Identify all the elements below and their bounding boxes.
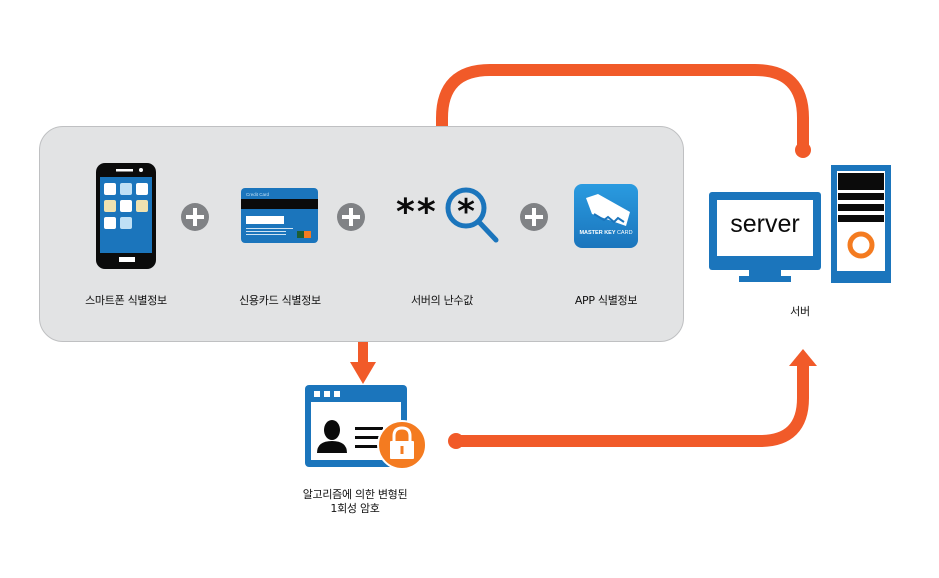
label-smartphone: 스마트폰 식별정보 xyxy=(85,294,167,307)
label-server-random: 서버의 난수값 xyxy=(410,294,474,307)
app-name-light: CARD xyxy=(616,230,633,236)
key-card-icon xyxy=(586,194,630,226)
plus-icon xyxy=(337,203,365,231)
label-credit-card: 신용카드 식별정보 xyxy=(239,294,321,307)
server-tower-icon xyxy=(831,165,891,283)
magnifier-icon: * xyxy=(445,187,499,243)
credit-card-icon: Credit Card xyxy=(241,188,318,243)
server-monitor-icon xyxy=(709,192,821,282)
svg-text:*: * xyxy=(457,192,475,232)
plus-icon xyxy=(181,203,209,231)
plus-icon xyxy=(520,203,548,231)
label-server: 서버 xyxy=(790,305,810,318)
asterisk-symbols: ** xyxy=(396,192,438,233)
smartphone-icon xyxy=(96,163,156,269)
label-output-line2: 1회성 암호 xyxy=(330,502,380,515)
card-text: Credit Card xyxy=(246,192,270,197)
label-app: APP 식별정보 xyxy=(574,294,638,307)
encrypted-id-icon xyxy=(305,385,427,470)
app-name-bold: MASTER KEY xyxy=(579,230,616,236)
app-icon: MASTER KEY CARD xyxy=(574,184,638,248)
flow-arrow-panel-to-output xyxy=(350,342,376,384)
label-output-line1: 알고리즘에 의한 변형된 xyxy=(302,488,408,501)
server-screen-text: server xyxy=(730,210,800,238)
user-icon xyxy=(317,420,347,453)
